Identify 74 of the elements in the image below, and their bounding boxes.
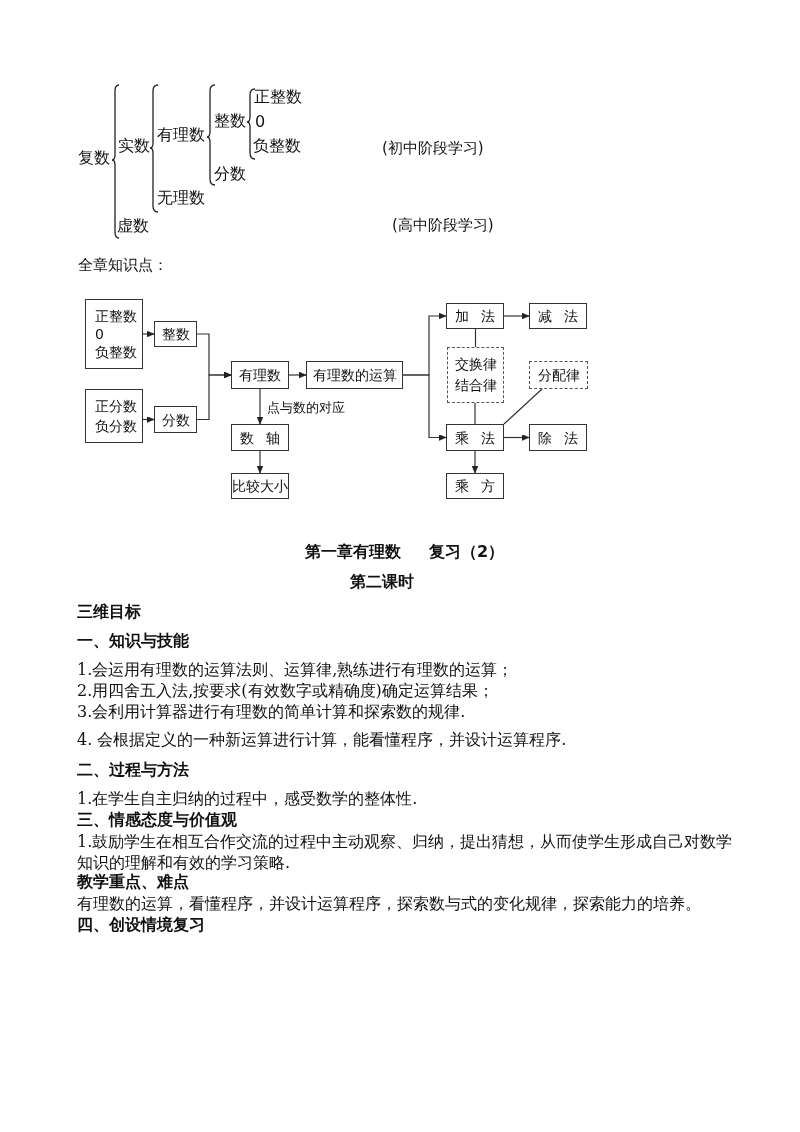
section-heading: 三、情感态度与价值观: [77, 810, 237, 830]
tree-term: 实数: [118, 136, 150, 156]
box-text: 加 法: [454, 307, 496, 325]
chapter-heading: 第一章有理数 复习（2）: [305, 542, 505, 562]
box-text: 减 法: [537, 307, 579, 325]
process-box: [154, 406, 197, 433]
paragraph-text: 4. 会根据定义的一种新运算进行计算，能看懂程序，并设计运算程序.: [77, 728, 567, 750]
section-heading: 四、创设情境复习: [77, 915, 205, 935]
arrow: [142, 416, 155, 423]
lesson-heading: 第二课时: [350, 572, 414, 592]
paragraph-text: 1.会运用有理数的运算法则、运算律,熟练进行有理数的运算；: [77, 658, 514, 680]
process-box: [85, 299, 143, 369]
section-heading: 一、知识与技能: [77, 631, 189, 651]
arrow: [256, 388, 264, 425]
process-box: [446, 303, 504, 329]
process-box: [231, 424, 289, 451]
connector-line: [474, 402, 476, 425]
box-text: 分数: [161, 410, 190, 429]
tree-term: 复数: [78, 148, 110, 168]
arrow: [142, 330, 155, 338]
dashed-box: [529, 361, 588, 389]
paragraph-text: 1.在学生自主归纳的过程中，感受数学的整体性.: [77, 787, 418, 809]
tree-term: 虚数: [117, 216, 149, 236]
process-box: [529, 424, 587, 451]
box-text: 有理数: [239, 366, 281, 384]
edge-label: 点与数的对应: [266, 400, 346, 416]
dashed-box: [447, 347, 504, 403]
paragraph-text: 3.会利用计算器进行有理数的简单计算和探索数的规律.: [77, 700, 466, 722]
process-box: [231, 361, 289, 389]
section-heading: 二、过程与方法: [77, 760, 189, 780]
connector-line: [503, 388, 543, 425]
arrow: [402, 374, 447, 441]
box-text: 整数: [161, 325, 190, 343]
process-box: [306, 361, 403, 389]
box-text: 除 法: [537, 428, 579, 447]
arrow: [196, 371, 232, 421]
box-text: 正分数: [95, 397, 137, 416]
tree-term: 整数: [214, 111, 246, 131]
tree-term: 无理数: [157, 188, 205, 208]
process-box: [446, 424, 504, 451]
box-text: 负整数: [95, 343, 137, 361]
paragraph-text: 2.用四舍五入法,按要求(有效数字或精确度)确定运算结果；: [77, 679, 494, 701]
box-text: 数 轴: [239, 428, 281, 447]
process-box: [85, 389, 143, 443]
arrow: [471, 450, 479, 474]
box-text: 分配律: [537, 366, 580, 384]
tree-term: 负整数: [253, 136, 301, 156]
box-text: 正整数: [95, 307, 137, 325]
paragraph-text: 有理数的运算，看懂程序，并设计运算程序，探索数与式的变化规律，探索能力的培养。: [77, 892, 701, 914]
process-box: [154, 321, 197, 347]
tree-term: 正整数: [254, 87, 302, 107]
process-box: [529, 303, 587, 329]
section-heading: 教学重点、难点: [77, 872, 189, 892]
box-text: 结合律: [454, 376, 497, 395]
box-text: 乘 方: [454, 477, 496, 495]
note-text: (初中阶段学习): [382, 138, 484, 158]
arrow: [503, 434, 530, 441]
paragraph-text: 1.鼓励学生在相互合作交流的过程中主动观察、归纳，提出猜想，从而使学生形成自己对数学知识的理解和有效的学习策略.: [77, 830, 734, 873]
section-heading: 三维目标: [77, 602, 141, 622]
arrow: [256, 450, 264, 474]
tree-term: 有理数: [157, 125, 205, 145]
tree-term: 0: [255, 112, 266, 132]
box-text: 负分数: [95, 417, 137, 436]
tree-term: 分数: [214, 164, 246, 184]
process-box: [446, 473, 504, 499]
box-text: 乘 法: [454, 428, 496, 447]
section-label: 全章知识点：: [78, 255, 168, 275]
note-text: (高中阶段学习): [392, 215, 494, 235]
box-text: 比较大小: [232, 477, 288, 495]
box-text: 0: [95, 325, 104, 343]
box-text: 交换律: [454, 355, 497, 374]
arrow: [503, 312, 530, 320]
arrow: [288, 371, 307, 379]
box-text: 有理数的运算: [312, 366, 397, 384]
